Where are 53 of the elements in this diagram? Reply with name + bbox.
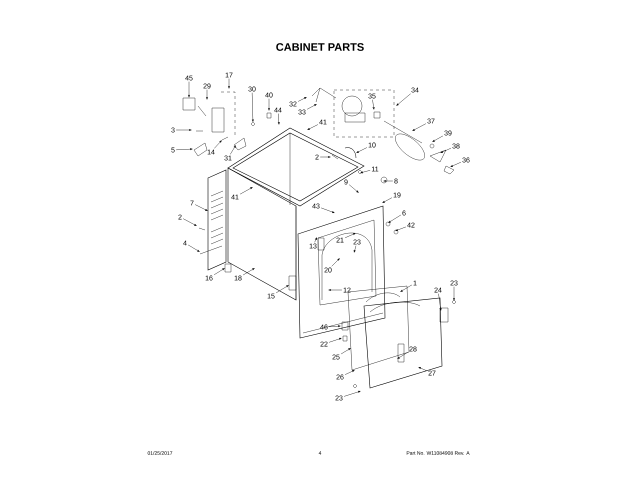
leader-line — [176, 148, 193, 150]
leader-line — [320, 208, 335, 213]
leader-line — [328, 289, 342, 291]
leader-line — [354, 245, 356, 253]
leader-line — [388, 214, 402, 223]
leader-line — [344, 390, 361, 397]
leader-line — [418, 367, 428, 372]
leader-line — [242, 268, 255, 276]
leader-line — [412, 123, 426, 131]
leader-line — [268, 98, 270, 111]
leader-line — [396, 93, 411, 106]
leader-line — [328, 338, 342, 342]
leader-line — [438, 293, 442, 311]
leader-line — [214, 268, 225, 276]
leader-line — [314, 237, 317, 243]
leader-line — [214, 140, 222, 149]
leader-line — [340, 348, 351, 354]
leader-line — [344, 233, 356, 238]
leader-line — [276, 285, 289, 294]
leader-line — [240, 187, 253, 194]
leader-line — [194, 204, 208, 211]
title: CABINET PARTS — [276, 43, 364, 51]
leader-line — [298, 97, 307, 102]
leader-line — [230, 145, 236, 155]
leader-line — [306, 104, 317, 110]
leader-line — [188, 81, 190, 98]
leader-line — [228, 78, 230, 89]
leader-line — [182, 218, 197, 226]
leader-line — [383, 180, 394, 182]
leader-line — [356, 147, 368, 153]
leader-line — [252, 92, 254, 122]
leader-line — [382, 198, 392, 203]
leader-line — [395, 226, 406, 231]
leader-line — [400, 284, 412, 292]
leader-line — [432, 136, 444, 142]
leader-line — [450, 162, 462, 167]
part-bracket — [182, 98, 196, 110]
leader-line — [331, 258, 340, 267]
leader-line — [176, 129, 192, 131]
leader-line — [440, 148, 452, 153]
leader-line — [206, 89, 208, 100]
leader-line — [278, 113, 280, 125]
part-screw — [251, 122, 255, 126]
leader-line — [320, 156, 331, 158]
leader-line — [360, 170, 370, 174]
leader-line — [348, 184, 359, 193]
leader-line — [344, 370, 355, 375]
leader-line — [328, 325, 341, 328]
leader-line — [372, 99, 375, 110]
leader-line — [397, 352, 408, 359]
leader-line — [453, 286, 455, 301]
leader-line — [188, 244, 200, 252]
leader-line — [307, 124, 318, 130]
